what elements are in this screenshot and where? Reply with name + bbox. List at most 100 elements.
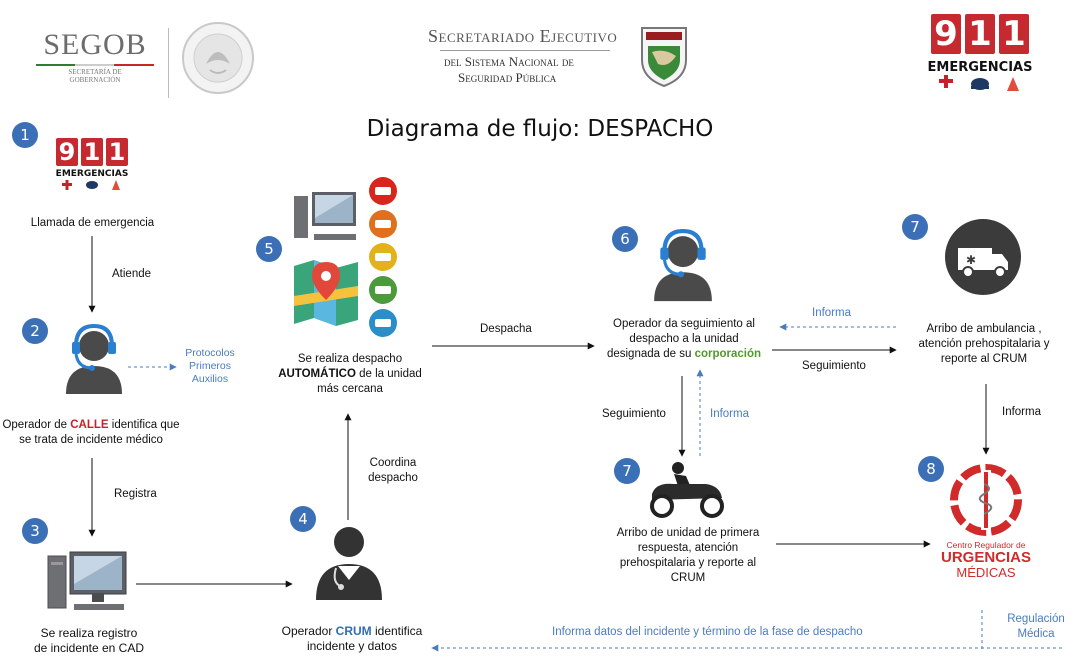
step2-pre: Operador de [2,419,71,431]
operator-headset-icon [66,323,122,394]
edge-label-informa-right: Informa [1002,406,1041,418]
ambulance-icon: ✱ [945,219,1021,295]
protocolos-l2: Primeros [188,360,231,372]
protocolos-l1: Protocolos [185,347,235,359]
regulacion-label: Regulación Médica [996,612,1076,642]
logo-word: EMERGENCIAS [55,169,129,179]
step6-l2: despacho a la unidad [629,333,739,345]
step4-highlight: CRUM [335,624,372,638]
sesnsp-line1: Secretariado Ejecutivo [428,26,618,46]
page-title: Diagrama de flujo: DESPACHO [366,116,714,142]
segob-sub2: GOBERNACIÓN [69,76,121,84]
step-badge-7a: 7 [902,214,928,240]
logo-digit: 1 [965,14,995,54]
edge-label-seguimiento-down: Seguimiento [602,408,666,420]
crum-logo-l3: MÉDICAS [956,565,1016,580]
sesnsp-line2: del Sistema Nacional de [444,54,574,69]
edge-label-informa-top: Informa [812,307,851,319]
step6-highlight: corporación [694,348,762,360]
step5-l3: más cercana [317,383,383,395]
segob-title: SEGOB [43,28,147,61]
computer-small-icon [294,192,356,240]
step-badge-7b: 7 [614,458,640,484]
coordina-l2: despacho [368,472,418,484]
logo-digit: 9 [931,14,961,54]
edge-label-bottom: Informa datos del incidente y término de… [552,626,863,638]
step2-label: Operador de CALLE identifica que se trat… [2,418,180,448]
service-icons [62,180,120,190]
step-badge-3: 3 [22,518,48,544]
crum-logo-l1: Centro Regulador de [946,540,1026,550]
sesnsp-line3: Seguridad Pública [458,70,557,85]
step4-label: Operador CRUM identifica incidente y dat… [272,624,432,654]
step3-label: Se realiza registro de incidente en CAD [14,626,164,656]
step7a-l1: Arribo de ambulancia , [926,323,1042,335]
step4-pre: Operador [281,624,336,638]
step-badge-1: 1 [12,122,38,148]
computer-icon [47,551,127,610]
coordina-l1: Coordina [369,457,417,469]
header-divider-1 [168,28,169,98]
step6-label: Operador da seguimiento al despacho a la… [596,317,772,362]
step6-pre3: designada de su [606,348,695,360]
logo-digit: 1 [999,14,1029,54]
logo-digit: 1 [81,138,103,166]
step3-l1: Se realiza registro [40,626,138,640]
step7b-l3: prehospitalaria y reporte al [619,557,757,569]
step7b-l4: CRUM [670,572,706,584]
logo-digit: 1 [106,138,128,166]
operator-headset-icon [654,228,712,302]
sesnsp-logo: Secretariado Ejecutivo del Sistema Nacio… [428,26,628,96]
step3-l2: de incidente en CAD [33,641,145,655]
logo-911-step1: 9 1 1 EMERGENCIAS [50,138,134,193]
edge-label-atiende: Atiende [112,268,152,280]
step7b-label: Arribo de unidad de primera respuesta, a… [600,526,776,586]
vehicle-circle-blue [369,309,397,337]
map-icon [294,260,358,326]
step7a-label: Arribo de ambulancia , atención prehospi… [898,322,1070,367]
step5-post: de la unidad [355,368,422,380]
vehicle-circle-orange [369,210,397,238]
edge-label-seguimiento-right: Seguimiento [802,360,866,372]
step2-highlight: CALLE [70,419,109,431]
shield-icon [641,27,687,88]
edge-label-informa-up: Informa [710,408,749,420]
step7b-l1: Arribo de unidad de primera [616,527,760,539]
segob-logo: SEGOB SECRETARÍA DE GOBERNACIÓN [30,28,160,92]
motorcycle-icon [650,462,724,518]
protocolos-l3: Auxilios [191,373,229,385]
step7a-l2: atención prehospitalaria y [918,338,1050,350]
step-badge-2: 2 [22,318,48,344]
step5-l1: Se realiza despacho [297,353,403,365]
step1-label: Llamada de emergencia [30,217,155,229]
sesnsp-rule [440,50,610,51]
step-badge-8: 8 [918,456,944,482]
regulacion-l2: Médica [1017,628,1055,640]
step-badge-6: 6 [612,226,638,252]
service-icons [939,75,1019,91]
step5-label: Se realiza despacho AUTOMÁTICO de la uni… [270,352,430,397]
step7b-l2: respuesta, atención [637,542,739,554]
step2-post: identifica que se trata de incidente méd… [19,419,180,446]
vehicle-circle-green [369,276,397,304]
edge-label-despacha: Despacha [480,323,532,335]
vehicle-circles [368,176,398,338]
edge-label-coordina: Coordina despacho [360,456,426,486]
segob-sub1: SECRETARÍA DE [68,68,122,76]
regulacion-l1: Regulación [1007,613,1065,625]
step7a-l3: reporte al CRUM [940,353,1028,365]
logo-911-header: 9 1 1 EMERGENCIAS [925,14,1035,106]
step6-l1: Operador da seguimiento al [613,318,755,330]
step4-l2: incidente y datos [306,639,398,653]
mexico-seal-icon [182,22,254,94]
crum-logo-text: Centro Regulador de URGENCIAS MÉDICAS [930,540,1042,580]
crum-logo-l2: URGENCIAS [940,549,1031,566]
step4-post: identifica [371,624,423,638]
vehicle-circle-yellow [369,243,397,271]
svg-text:✱: ✱ [966,253,976,267]
segob-rule [36,64,154,66]
step5-highlight: AUTOMÁTICO [278,368,356,380]
crum-emblem-icon [950,464,1022,536]
vehicle-circle-red [369,177,397,205]
